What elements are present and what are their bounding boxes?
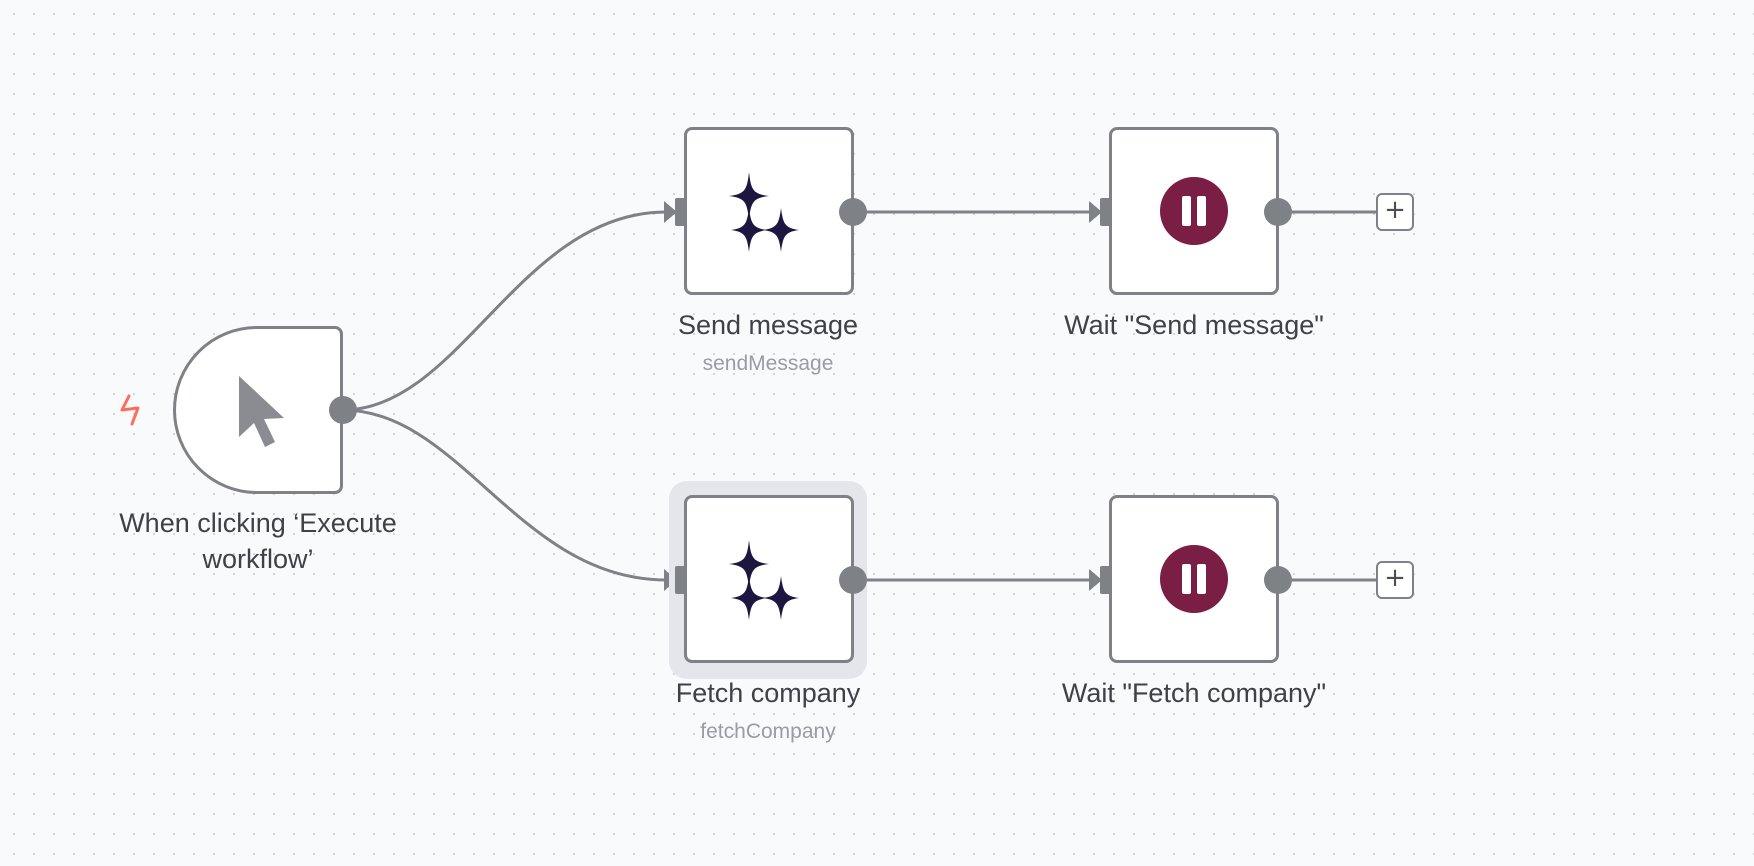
sparkles-icon	[729, 540, 799, 620]
wait-send-output-handle[interactable]	[1264, 198, 1292, 226]
send-message-node[interactable]	[684, 127, 854, 295]
add-node-button[interactable]: +	[1376, 193, 1414, 231]
wait-send-message-node[interactable]	[1109, 127, 1279, 295]
trigger-output-handle[interactable]	[329, 396, 357, 424]
pause-icon	[1160, 177, 1228, 245]
trigger-node-label: When clicking ‘Execute workflow’	[119, 508, 397, 574]
arrowhead-wait-send	[1089, 201, 1102, 223]
fetch-company-output-handle[interactable]	[839, 566, 867, 594]
send-message-subtitle: sendMessage	[702, 352, 834, 375]
fetch-company-node[interactable]	[684, 495, 854, 663]
wait-fetch-company-label: Wait "Fetch company"	[1061, 678, 1327, 708]
wait-send-message-label: Wait "Send message"	[1064, 310, 1324, 340]
pause-icon	[1160, 545, 1228, 613]
send-message-label: Send message	[677, 310, 859, 340]
send-message-output-handle[interactable]	[839, 198, 867, 226]
sparkles-icon	[729, 172, 799, 252]
cursor-arrow-icon	[239, 376, 284, 447]
fetch-company-label: Fetch company	[675, 678, 861, 708]
wait-fetch-company-node[interactable]	[1109, 495, 1279, 663]
trigger-node[interactable]	[173, 326, 343, 494]
edge-trigger-to-send-message[interactable]	[342, 210, 667, 412]
lightning-bolt-icon	[120, 394, 140, 426]
edge-trigger-to-fetch-company[interactable]	[342, 408, 667, 582]
fetch-company-subtitle: fetchCompany	[700, 720, 836, 743]
add-node-button[interactable]: +	[1376, 561, 1414, 599]
wait-fetch-output-handle[interactable]	[1264, 566, 1292, 594]
arrowhead-wait-fetch	[1089, 569, 1102, 591]
fetch-company-input-handle[interactable]	[675, 566, 687, 594]
arrowhead-send-message	[664, 201, 677, 223]
